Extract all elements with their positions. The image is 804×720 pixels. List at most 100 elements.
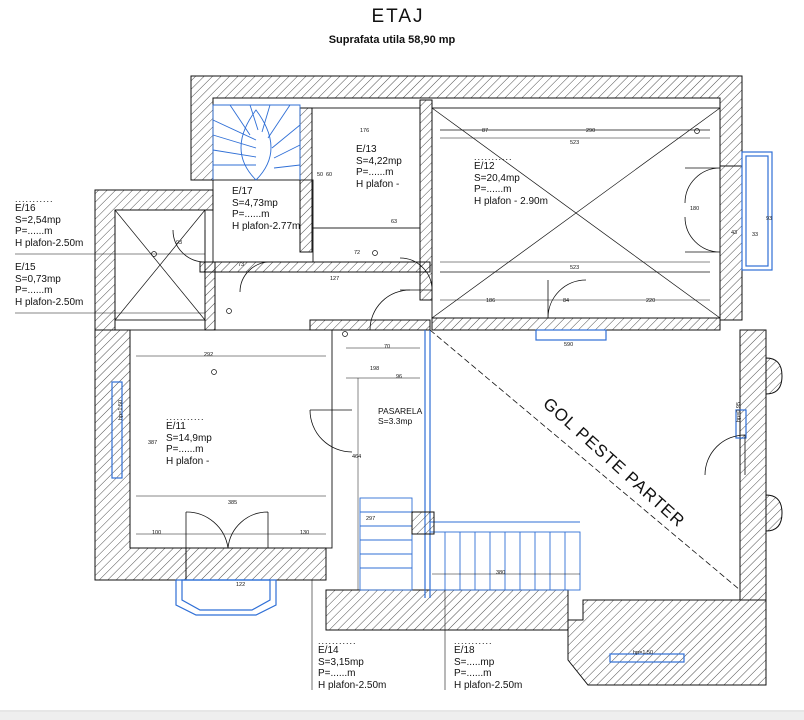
window-e12-bottom (535, 329, 607, 341)
dim-72: 72 (354, 250, 361, 256)
room-e11-height: H plafon - (166, 455, 210, 467)
dim-523-top: 523 (570, 140, 580, 146)
room-e13-code: E/13 (356, 144, 377, 155)
plan-title: ETAJ (371, 6, 425, 27)
dimension-lines (136, 137, 710, 590)
room-e16-code: E/16 (15, 203, 36, 214)
dim-87: 87 (482, 128, 489, 134)
dim-176: 176 (360, 128, 370, 134)
room-e13-height: H plafon - (356, 178, 400, 190)
room-e17-code: E/17 (232, 186, 253, 197)
bay-window-bottom-inner (181, 579, 271, 611)
door-e12-bottom (547, 279, 587, 319)
window-right-top (741, 151, 773, 271)
wall-bottom-center (325, 589, 569, 631)
wall-bottom-left (185, 547, 327, 581)
window-right-mid (735, 409, 747, 439)
dim-297: 297 (366, 516, 376, 522)
dim-130: 130 (300, 530, 310, 536)
room-e15-height: H plafon-2.50m (15, 296, 84, 308)
pasarela-label: PASARELA S=3.3mp (378, 406, 423, 426)
dim-180: 180 (690, 206, 700, 212)
room-e14-area: S=3,15mp (318, 656, 364, 668)
dim-380: 380 (496, 570, 506, 576)
wall-right-lower (739, 329, 767, 601)
room-e12-perimeter: P=......m (474, 184, 512, 195)
room-e17-height: H plafon-2.77m (232, 220, 301, 232)
dim-100: 100 (152, 530, 162, 536)
room-label-e11: ........... E/11 S=14,9mp P=......m H pl… (166, 412, 212, 467)
plan-subtitle: Suprafata utila 58,90 mp (328, 34, 456, 46)
door-e12-right2 (684, 216, 721, 253)
room-e12-outline (431, 107, 721, 319)
room-e11-dots: ........... (166, 412, 205, 422)
room-e18-dots: ........... (454, 636, 493, 646)
wall-e12-bottom (431, 317, 721, 331)
dim-73: 73 (238, 262, 245, 268)
room-e13-area: S=4,22mp (356, 155, 402, 167)
room-e13-perimeter: P=......m (356, 167, 394, 178)
room-e18-code: E/18 (454, 645, 475, 656)
dim-93: 93 (766, 216, 773, 222)
hp-bottom-label: hp=1.50 (633, 650, 654, 656)
wall-left-inner (204, 261, 216, 331)
stair-spiral (212, 104, 301, 181)
dim-43: 43 (731, 230, 738, 236)
window-right-top-inner (745, 155, 769, 267)
window-left (111, 381, 123, 479)
dim-387: 387 (148, 440, 158, 446)
dim-96: 96 (396, 374, 403, 380)
room-e17-area: S=4,73mp (232, 197, 278, 209)
room-label-e14: ........... E/14 S=3,15mp P=......m H pl… (318, 636, 387, 691)
dim-93b: 93 (176, 240, 183, 246)
room-e11-perimeter: P=......m (166, 444, 204, 455)
room-e16-area: S=2,54mp (15, 214, 61, 226)
dim-63: 63 (391, 219, 398, 225)
room-e15-code: E/15 (15, 262, 36, 273)
right-bay (765, 357, 783, 532)
room-e14-code: E/14 (318, 645, 339, 656)
void-diagonal (429, 329, 741, 591)
dim-220: 220 (646, 298, 656, 304)
pasarela-area: S=3.3mp (378, 415, 413, 426)
stair-bottom (359, 497, 581, 591)
wall-top (190, 75, 743, 181)
room-e16-perimeter: P=......m (15, 226, 53, 237)
door-void (704, 434, 746, 476)
room-e12-dots: ........... (474, 152, 513, 162)
room-label-e15: E/15 S=0,73mp P=......m H plafon-2.50m (15, 262, 83, 308)
room-e11-code: E/11 (166, 421, 186, 432)
room-e18-area: S=.....mp (454, 656, 495, 668)
room-e12-area: S=20,4mp (474, 172, 520, 184)
hp-right-label: hp=0.95 (736, 401, 742, 422)
dim-186: 186 (486, 298, 496, 304)
door-e11-right (227, 511, 269, 549)
dim-385: 385 (228, 500, 238, 506)
bay-window-bottom (175, 579, 277, 616)
room-e12-height: H plafon - 2.90m (474, 195, 548, 207)
dim-464: 464 (352, 454, 362, 460)
dim-84: 84 (563, 298, 570, 304)
door-e11-left (185, 511, 229, 549)
stair-newel (411, 511, 435, 535)
dim-290: 290 (586, 128, 596, 134)
room-label-e18: ........... E/18 S=.....mp P=......m H p… (454, 636, 522, 691)
dim-33: 33 (752, 232, 759, 238)
room-label-e17: E/17 S=4,73mp P=......m H plafon-2.77m (232, 186, 300, 232)
dim-127: 127 (330, 276, 340, 282)
wall-mid-row (199, 261, 431, 273)
wall-left-annex (94, 189, 214, 331)
wall-right-upper (719, 165, 743, 321)
page-bottom-strip (0, 712, 804, 720)
room-e14-dots: ........... (318, 636, 357, 646)
windows (111, 151, 773, 663)
leader-lines (15, 253, 446, 690)
dim-292: 292 (204, 352, 214, 358)
room-e14-height: H plafon-2.50m (318, 679, 387, 691)
pasarela-name: PASARELA (378, 406, 423, 416)
room-e11-outline (129, 329, 333, 549)
door-e16 (172, 229, 206, 263)
door-e12-right (684, 167, 721, 204)
window-bottom (609, 653, 685, 663)
dim-60: 60 (326, 172, 333, 178)
